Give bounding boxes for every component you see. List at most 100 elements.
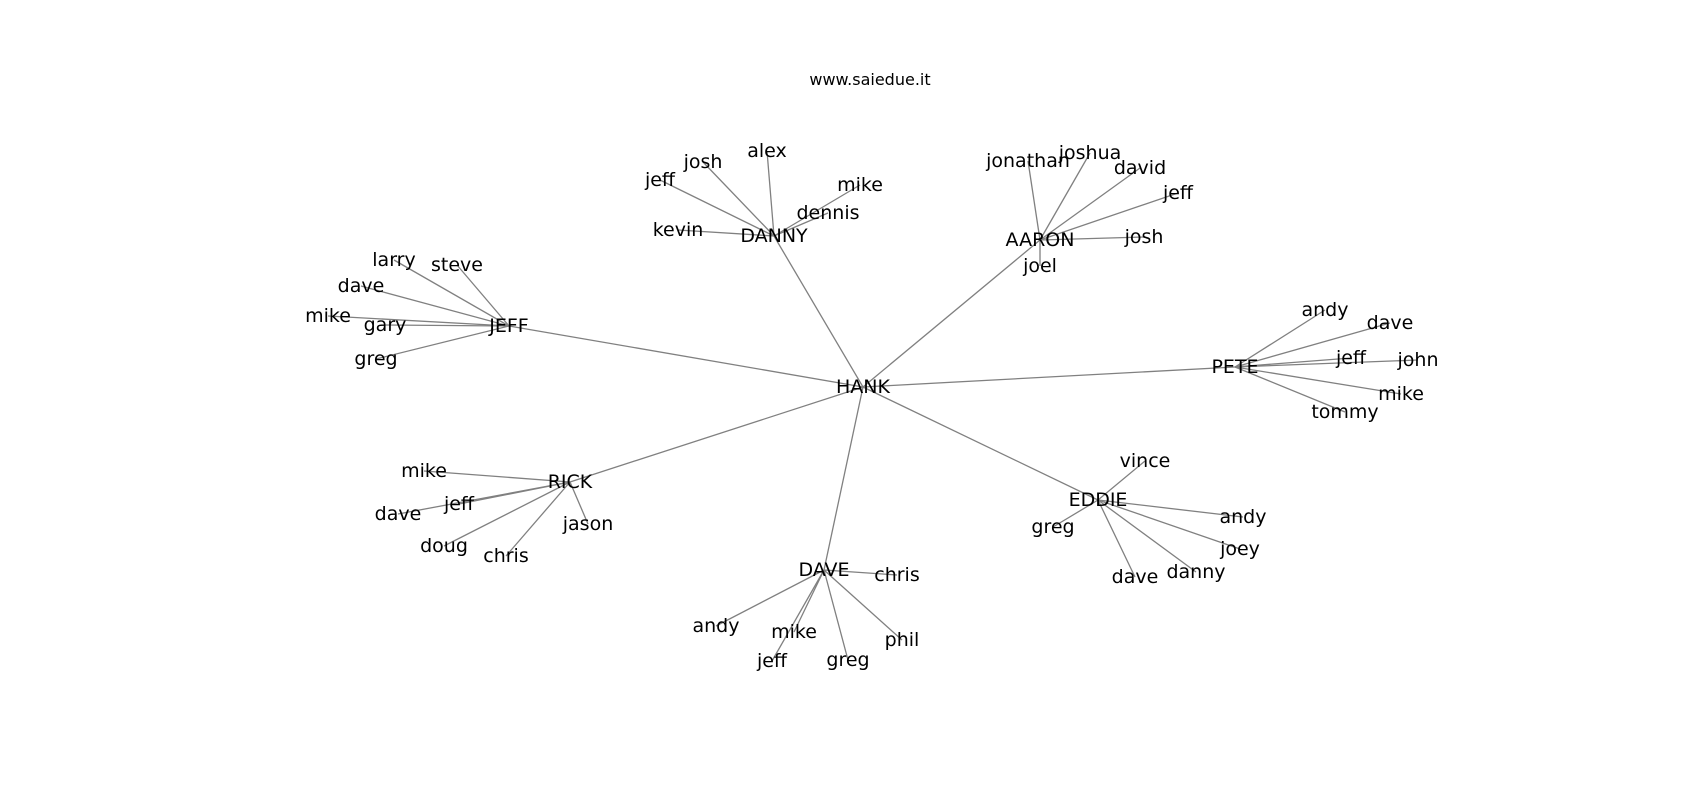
node-leaf: greg (1031, 516, 1074, 538)
node-leaf: vince (1120, 450, 1171, 472)
node-leaf: danny (1166, 561, 1225, 583)
edge-rick-jason (569, 481, 589, 525)
edge-aaron-jonathan (1027, 160, 1041, 241)
node-leaf: jeff (644, 169, 676, 191)
edge-aaron-joshua (1039, 152, 1091, 241)
edge-aaron-david (1039, 167, 1141, 241)
edge-jeff-mike (327, 315, 510, 327)
edge-danny-mike (773, 184, 861, 237)
edge-root-dave (823, 386, 864, 571)
edge-danny-josh (702, 161, 775, 237)
edge-root-pete (862, 366, 1236, 388)
edge-root-rick (569, 386, 864, 483)
node-leaf: gary (364, 314, 407, 336)
node-leaf: steve (431, 254, 483, 276)
node-leaf: kevin (653, 219, 704, 241)
node-leaf: dave (1367, 312, 1414, 334)
edge-pete-jeff (1234, 357, 1352, 368)
edge-jeff-dave (360, 285, 510, 327)
node-leaf: dave (1112, 566, 1159, 588)
edge-dave-phil (823, 569, 903, 641)
node-leaf: chris (483, 545, 528, 567)
node-hub-danny: DANNY (740, 225, 808, 247)
edge-dave-jeff (771, 569, 825, 662)
edge-jeff-gary (384, 324, 510, 327)
node-leaf: dave (338, 275, 385, 297)
edge-jeff-steve (456, 264, 510, 327)
edge-dave-mike (793, 569, 825, 633)
edge-pete-john (1234, 359, 1419, 368)
node-leaf: jonathan (985, 150, 1070, 172)
node-leaf: jason (562, 513, 614, 535)
edge-jeff-greg (375, 325, 510, 360)
edge-rick-mike (423, 470, 571, 483)
node-leaf: jeff (443, 493, 475, 515)
edge-danny-dennis (773, 212, 829, 237)
node-leaf: mike (305, 305, 351, 327)
edge-jeff-larry (393, 259, 510, 327)
node-leaf: andy (1220, 506, 1267, 528)
node-leaf: jeff (756, 650, 788, 672)
node-leaf: john (1397, 349, 1439, 371)
edge-danny-jeff (659, 179, 775, 237)
node-leaf: doug (420, 535, 468, 557)
edge-eddie-danny (1097, 499, 1197, 573)
node-leaf: mike (771, 621, 817, 643)
node-leaf: mike (837, 174, 883, 196)
edge-aaron-jeff (1039, 192, 1179, 241)
labels-layer: HANK DANNY josh alex jeff mike dennis kevin AARO… (305, 140, 1438, 672)
edge-rick-chris (505, 481, 571, 557)
node-hub-aaron: AARON (1006, 229, 1075, 251)
node-leaf: larry (372, 249, 415, 271)
edge-dave-andy (715, 569, 825, 627)
edge-eddie-vince (1097, 460, 1146, 501)
node-leaf: josh (683, 151, 723, 173)
node-leaf: joey (1219, 538, 1260, 560)
edge-rick-doug (443, 481, 571, 547)
node-hub-dave: DAVE (798, 559, 849, 581)
node-leaf: mike (1378, 383, 1424, 405)
site-title: www.saiedue.it (809, 70, 931, 89)
node-leaf: phil (885, 629, 920, 651)
edge-dave-chris (823, 569, 898, 576)
edge-eddie-andy (1097, 499, 1244, 518)
node-hub-rick: RICK (548, 471, 593, 493)
node-leaf: joel (1022, 255, 1057, 277)
edge-pete-tommy (1234, 366, 1346, 413)
edge-pete-dave (1234, 322, 1391, 368)
edge-danny-kevin (677, 229, 775, 237)
node-leaf: alex (747, 140, 787, 162)
edge-eddie-dave (1097, 499, 1136, 578)
node-leaf: andy (693, 615, 740, 637)
edge-root-aaron (862, 239, 1041, 388)
node-leaf: andy (1302, 299, 1349, 321)
node-leaf: dave (375, 503, 422, 525)
node-leaf: jeff (1162, 182, 1194, 204)
node-root: HANK (836, 376, 890, 398)
node-leaf: tommy (1311, 401, 1378, 423)
edge-root-danny (773, 235, 864, 388)
edges-layer (327, 150, 1419, 662)
node-leaf: dennis (796, 202, 859, 224)
edge-dave-greg (823, 569, 849, 661)
edge-aaron-josh (1039, 236, 1145, 241)
edge-danny-alex (766, 150, 775, 237)
node-hub-pete: PETE (1211, 356, 1258, 378)
edge-root-jeff (508, 325, 864, 388)
edge-eddie-greg (1052, 499, 1099, 528)
node-leaf: chris (874, 564, 919, 586)
node-leaf: mike (401, 460, 447, 482)
edge-rick-dave (397, 481, 571, 515)
edge-pete-mike (1234, 366, 1402, 395)
node-leaf: jeff (1335, 347, 1367, 369)
node-leaf: greg (354, 348, 397, 370)
edge-pete-andy (1234, 309, 1326, 368)
node-leaf: josh (1124, 226, 1164, 248)
node-leaf: joshua (1058, 142, 1122, 164)
edge-root-eddie (862, 386, 1099, 501)
node-leaf: greg (826, 649, 869, 671)
node-hub-jeff: JEFF (488, 315, 528, 337)
node-leaf: david (1114, 157, 1166, 179)
